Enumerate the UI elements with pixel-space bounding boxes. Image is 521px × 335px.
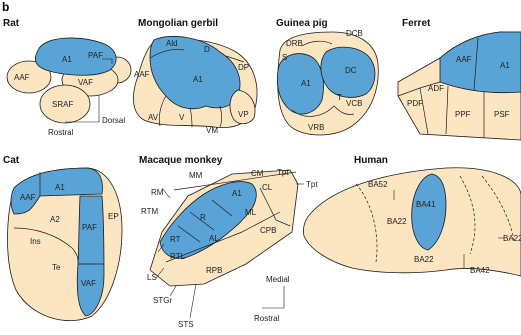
macaque-cm-label: CM <box>251 169 264 178</box>
cat-panel: Cat AAF A1 A2 PAF EP Ins Te VAF <box>3 155 122 321</box>
macaque-title: Macaque monkey <box>139 155 223 166</box>
macaque-al-label: AL <box>209 234 219 243</box>
macaque-rt-label: RT <box>170 235 181 244</box>
rat-vaf-label: VAF <box>78 78 93 87</box>
cat-ins-label: Ins <box>30 237 41 246</box>
macaque-cl-label: CL <box>262 183 273 192</box>
macaque-rtm-label: RTM <box>141 207 159 216</box>
guinea-pig-vrb-label: VRB <box>308 123 324 132</box>
cat-title: Cat <box>3 155 20 166</box>
macaque-sts-label: STS <box>178 320 194 329</box>
gerbil-d-label: D <box>204 45 210 54</box>
gerbil-panel: Mongolian gerbil Ald D AAF A1 DP AV V VM… <box>133 18 257 135</box>
human-ba22-left-label: BA22 <box>387 217 407 226</box>
macaque-rpb-label: RPB <box>206 266 222 275</box>
ferret-panel: Ferret AAF A1 ADF PDF PPF PSF <box>398 18 521 140</box>
macaque-r-label: R <box>200 213 206 222</box>
guinea-pig-drb-label: DRB <box>286 39 303 48</box>
rat-panel: Rat A1 PAF AAF VAF SRAF Dorsal Rostral <box>3 18 131 137</box>
gerbil-ald-label: Ald <box>166 39 178 48</box>
macaque-rtl-label: RTL <box>170 252 186 261</box>
macaque-stgr-label: STGr <box>153 296 172 305</box>
macaque-a1-label: A1 <box>232 189 242 198</box>
human-panel: Human BA52 BA41 BA22 BA22 BA22 BA42 <box>303 155 521 276</box>
cat-ep-label: EP <box>108 212 119 221</box>
macaque-ls-label: LS <box>147 273 157 282</box>
macaque-orientation-axes <box>262 286 284 308</box>
ferret-title: Ferret <box>402 18 431 29</box>
rat-a1-label: A1 <box>62 55 72 64</box>
human-title: Human <box>354 155 388 166</box>
macaque-cpb-label: CPB <box>260 226 276 235</box>
ferret-psf-label: PSF <box>494 110 510 119</box>
rat-aaf-label: AAF <box>14 73 30 82</box>
human-ba22-bottom-label: BA22 <box>414 255 434 264</box>
gerbil-av-label: AV <box>148 113 159 122</box>
human-ba52-label: BA52 <box>368 180 388 189</box>
guinea-pig-title: Guinea pig <box>276 18 328 29</box>
human-ba22-right-label: BA22 <box>503 234 521 243</box>
macaque-sts-leader <box>190 284 196 318</box>
rat-sraf-label: SRAF <box>52 100 73 109</box>
cat-paf-label: PAF <box>82 223 97 232</box>
rat-title: Rat <box>3 18 20 29</box>
ferret-pdf-label: PDF <box>407 99 423 108</box>
guinea-pig-panel: Guinea pig DRB DCB S A1 DC VCB T VRB <box>276 18 378 135</box>
rat-rostral-label: Rostral <box>48 128 74 137</box>
cat-te-label: Te <box>52 263 61 272</box>
gerbil-vm-label: VM <box>206 126 218 135</box>
human-ba41-label: BA41 <box>416 200 436 209</box>
gerbil-a1-label: A1 <box>193 75 203 84</box>
guinea-pig-dcb-label: DCB <box>346 29 363 38</box>
cat-aaf-label: AAF <box>20 193 36 202</box>
macaque-tpt-right-label: Tpt <box>306 180 318 189</box>
gerbil-aaf-label: AAF <box>134 70 150 79</box>
ferret-aaf-label: AAF <box>456 55 472 64</box>
guinea-pig-vcb-label: VCB <box>346 99 362 108</box>
cat-a1-label: A1 <box>55 183 65 192</box>
gerbil-title: Mongolian gerbil <box>138 18 218 29</box>
ferret-adf-label: ADF <box>428 84 444 93</box>
guinea-pig-t-label: T <box>337 93 342 102</box>
human-ba42-label: BA42 <box>470 266 490 275</box>
ferret-ppf-label: PPF <box>455 110 471 119</box>
rat-a1-region <box>35 38 116 75</box>
cat-vaf-label: VAF <box>81 279 96 288</box>
cat-paf-vaf-region <box>77 196 104 316</box>
macaque-ml-label: ML <box>245 208 257 217</box>
gerbil-v-label: V <box>179 113 185 122</box>
macaque-tpt-label: Tpt <box>277 168 289 177</box>
macaque-rostral-label: Rostral <box>254 314 280 323</box>
macaque-panel: Macaque monkey MM CM Tpt RM A1 CL Tpt RT… <box>139 155 318 329</box>
panel-letter: b <box>2 0 9 14</box>
rat-dorsal-label: Dorsal <box>102 116 125 125</box>
gerbil-dp-label: DP <box>238 63 249 72</box>
cat-a2-label: A2 <box>50 215 60 224</box>
macaque-medial-label: Medial <box>266 275 290 284</box>
guinea-pig-s-label: S <box>282 53 287 62</box>
gerbil-vp-label: VP <box>238 110 249 119</box>
ferret-a1-label: A1 <box>500 61 510 70</box>
guinea-pig-dc-label: DC <box>345 66 357 75</box>
macaque-stgr-leader <box>170 286 176 296</box>
rat-paf-label: PAF <box>88 51 103 60</box>
guinea-pig-a1-label: A1 <box>301 79 311 88</box>
macaque-rm-label: RM <box>151 188 164 197</box>
macaque-mm-label: MM <box>189 171 203 180</box>
